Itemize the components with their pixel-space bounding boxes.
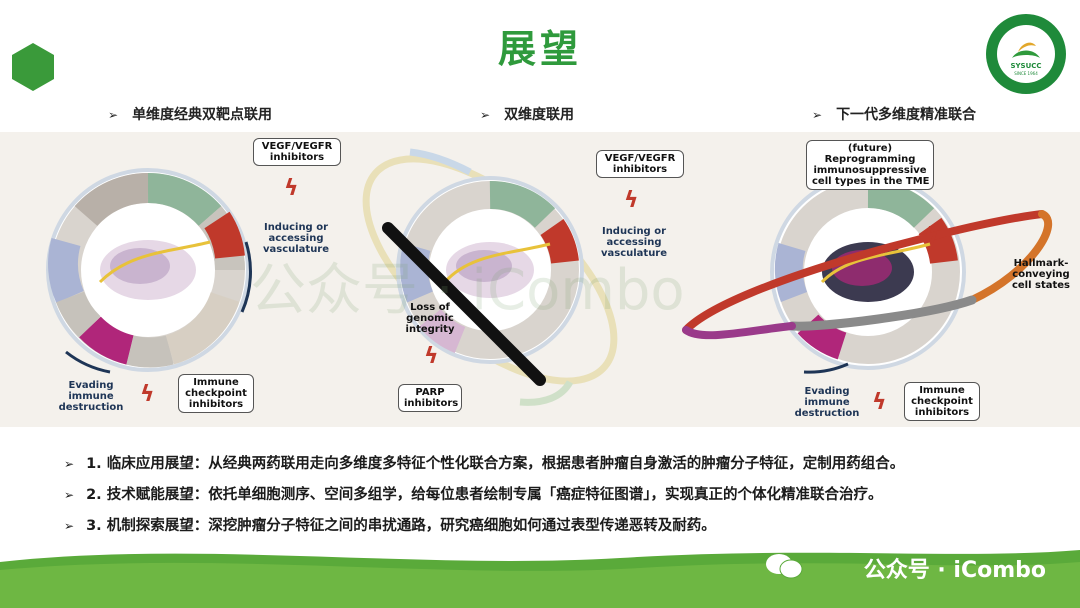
vegf-inhibitors-box-1: VEGF/VEGFR inhibitors bbox=[253, 138, 341, 166]
arrow-bullet-icon: ➢ bbox=[812, 108, 823, 122]
hallmarks-wheel-3 bbox=[682, 174, 1053, 374]
column-heading-3: ➢下一代多维度精准联合 bbox=[812, 107, 977, 123]
vasculature-label-1: Inducing or accessing vasculature bbox=[262, 222, 330, 255]
arrow-bullet-icon: ➢ bbox=[108, 108, 119, 122]
vasculature-label-2: Inducing or accessing vasculature bbox=[600, 226, 668, 259]
future-reprogramming-box: (future) Reprogramming immunosuppressive… bbox=[806, 140, 934, 190]
parp-inhibitors-box: PARP inhibitors bbox=[398, 384, 462, 412]
arrow-bullet-icon: ➢ bbox=[64, 488, 75, 502]
evading-immune-label-1: Evading immune destruction bbox=[58, 380, 124, 413]
column-heading-1: ➢单维度经典双靶点联用 bbox=[108, 107, 273, 123]
sysucc-logo-icon: SYSUCC SINCE 1964 bbox=[986, 14, 1066, 94]
column-heading-2: ➢双维度联用 bbox=[480, 107, 575, 123]
list-item: ➢1. 临床应用展望：从经典两药联用走向多维度多特征个性化联合方案，根据患者肿瘤… bbox=[64, 456, 905, 472]
hallmarks-wheel-2 bbox=[362, 148, 618, 406]
list-item: ➢3. 机制探索展望：深挖肿瘤分子特征之间的串扰通路，研究癌细胞如何通过表型传递… bbox=[64, 518, 716, 534]
hexagon-decoration-icon bbox=[12, 43, 54, 91]
svg-text:SYSUCC: SYSUCC bbox=[1010, 62, 1041, 70]
lightning-icon: ϟ bbox=[624, 188, 639, 213]
lightning-icon: ϟ bbox=[924, 224, 939, 249]
arrow-bullet-icon: ➢ bbox=[64, 519, 75, 533]
footer-wave bbox=[0, 550, 1080, 608]
page-title: 展望 bbox=[497, 27, 582, 71]
lightning-icon: ϟ bbox=[140, 382, 155, 407]
lightning-icon: ϟ bbox=[284, 176, 299, 201]
list-item: ➢2. 技术赋能展望：依托单细胞测序、空间多组学，给每位患者绘制专属「癌症特征图… bbox=[64, 487, 883, 503]
lightning-icon: ϟ bbox=[424, 344, 439, 369]
diagram-panel: VEGF/VEGFR inhibitors ϟ Inducing or acce… bbox=[0, 132, 1080, 427]
genomic-integrity-label: Loss of genomic integrity bbox=[405, 302, 455, 335]
checkpoint-inhibitors-box-3: Immune checkpoint inhibitors bbox=[904, 382, 980, 421]
bullet-list: ➢1. 临床应用展望：从经典两药联用走向多维度多特征个性化联合方案，根据患者肿瘤… bbox=[64, 452, 1064, 545]
footer-watermark: 公众号 · iCombo bbox=[863, 558, 1046, 583]
hallmarks-wheel-1 bbox=[46, 168, 252, 374]
arrow-bullet-icon: ➢ bbox=[480, 108, 491, 122]
checkpoint-inhibitors-box-1: Immune checkpoint inhibitors bbox=[178, 374, 254, 413]
evading-immune-label-3: Evading immune destruction bbox=[794, 386, 860, 419]
svg-text:SINCE 1964: SINCE 1964 bbox=[1014, 71, 1038, 76]
wechat-icon bbox=[766, 554, 803, 579]
lightning-icon: ϟ bbox=[872, 390, 887, 415]
vegf-inhibitors-box-2: VEGF/VEGFR inhibitors bbox=[596, 150, 684, 178]
arrow-bullet-icon: ➢ bbox=[64, 457, 75, 471]
hallmark-cell-states-label: Hallmark- conveying cell states bbox=[1011, 258, 1071, 291]
